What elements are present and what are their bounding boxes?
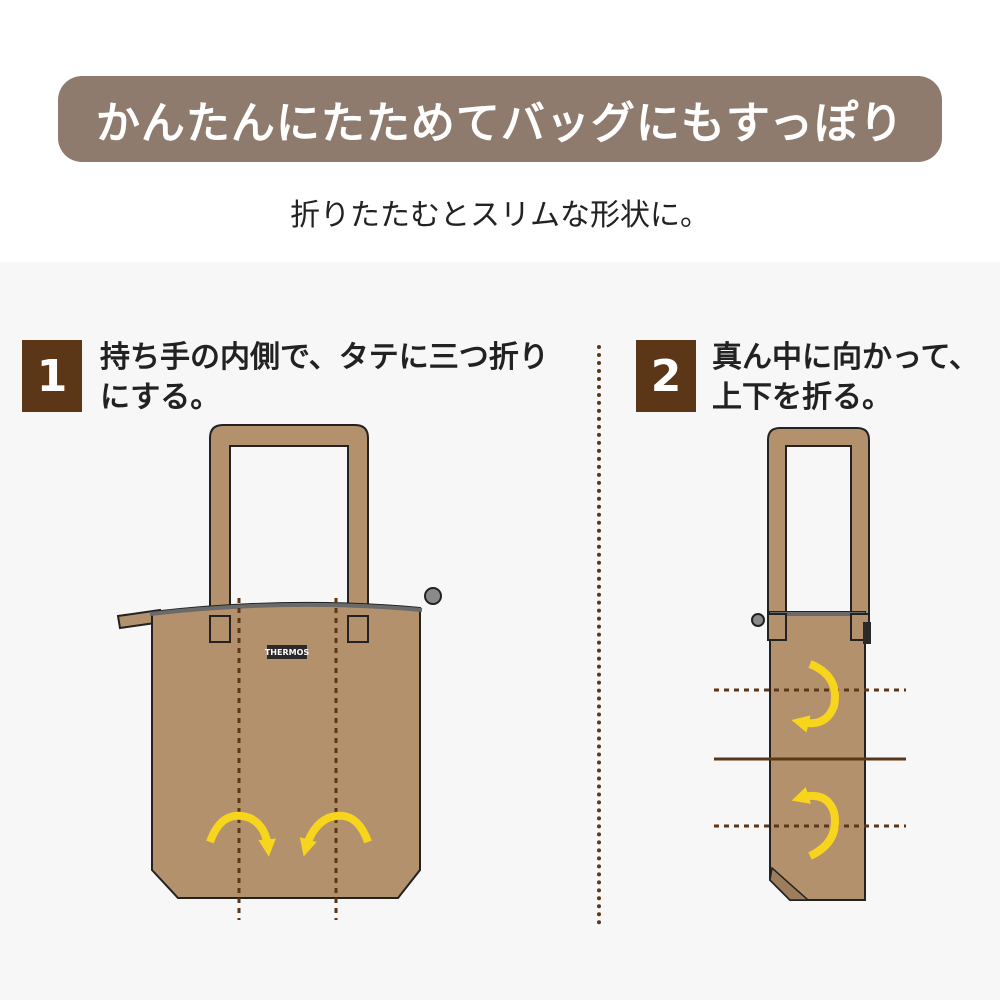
step-1-line2: にする。 [100, 380, 221, 415]
fold-arrow-left [206, 811, 276, 857]
brand-label-bg [267, 645, 307, 659]
title-banner: かんたんにたためてバッグにもすっぽり [58, 76, 942, 162]
folded-bag-illustration [714, 427, 906, 901]
zipper-pull-right [424, 587, 442, 605]
fold-arrow-top [791, 660, 839, 733]
tote-bag-illustration: THERMOS [116, 424, 442, 920]
handle-loop-left [209, 615, 231, 643]
folded-body [769, 611, 866, 901]
step-2-text: 真ん中に向かって、 上下を折る。 [712, 338, 979, 418]
folded-zipper-pull [751, 613, 765, 627]
fold-arrow-bottom [791, 787, 839, 860]
bag-handle [209, 424, 369, 626]
step-1-line1: 持ち手の内側で、タテに三つ折り [100, 340, 549, 375]
handle-loop-right [347, 615, 369, 643]
fold-arrow-right [299, 811, 372, 857]
subtitle: 折りたたむとスリムな形状に。 [290, 198, 710, 233]
step-1-text: 持ち手の内側で、タテに三つ折り にする。 [100, 338, 549, 418]
folded-brand-tag [863, 622, 871, 644]
banner-title: かんたんにたためてバッグにもすっぽり [95, 98, 905, 149]
step-divider [597, 345, 601, 925]
brand-label: THERMOS [265, 648, 310, 657]
step-1-badge: 1 [22, 340, 82, 412]
bag-zipper [149, 602, 423, 616]
folded-corner [769, 866, 810, 901]
folded-handle-loop-left [767, 613, 787, 641]
step-2-line2: 上下を折る。 [712, 380, 892, 415]
folded-handle [767, 427, 870, 623]
step-2-badge: 2 [636, 340, 696, 412]
step-2-line1: 真ん中に向かって、 [712, 340, 979, 375]
